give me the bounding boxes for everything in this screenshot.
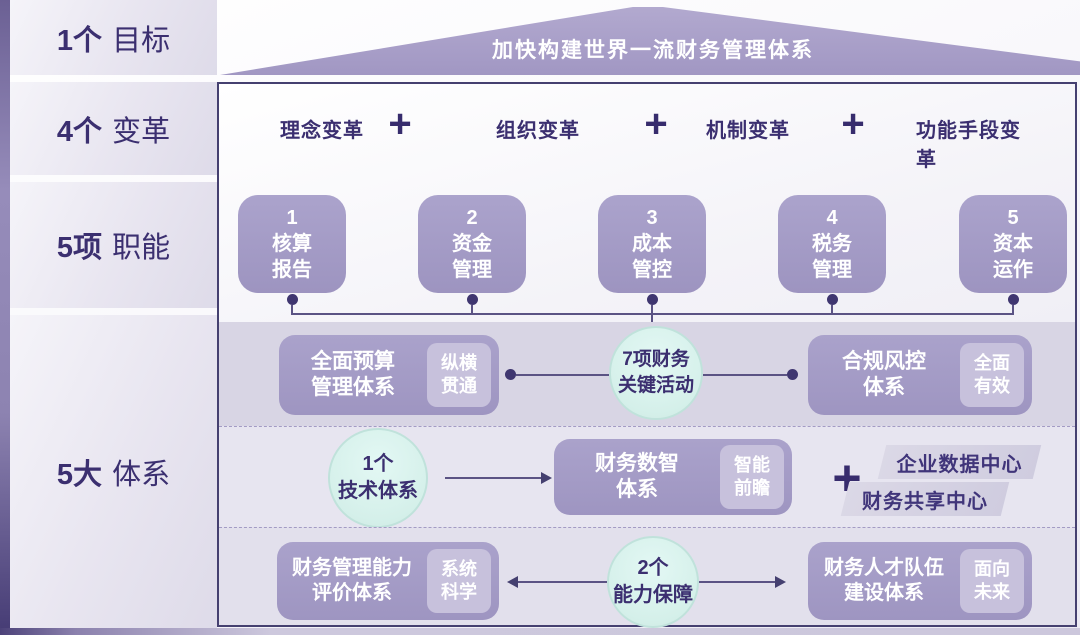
talent-team-tag: 面向 未来: [960, 549, 1024, 613]
data-center-label: 企业数据中心: [896, 453, 1023, 476]
function-box-number: 3: [646, 206, 658, 229]
arrow-right-icon: [775, 576, 786, 588]
tech-system-circle: 1个 技术体系: [328, 428, 428, 528]
connector-dot: [647, 294, 658, 305]
function-box-number: 5: [1007, 206, 1019, 229]
content-panel: 理念变革 + 组织变革 + 机制变革 + 功能手段变革 1 核算 报告 2 资金…: [217, 82, 1077, 628]
arrow-line: [445, 477, 541, 479]
arrow-left-icon: [507, 576, 518, 588]
compliance-risk-tag: 全面 有效: [960, 343, 1024, 407]
rail-band-goal: 1个 目标: [10, 0, 217, 75]
connector-dot: [1008, 294, 1019, 305]
connector-line: [651, 305, 653, 314]
connector-dot: [467, 294, 478, 305]
rail-band-reforms: 4个 变革: [10, 82, 217, 175]
function-box-name: 核算 报告: [272, 232, 312, 281]
function-box-number: 2: [466, 206, 478, 229]
rail-goal-number: 1个: [56, 24, 103, 57]
connector-dot: [827, 294, 838, 305]
shared-service-label: 财务共享中心: [862, 490, 988, 513]
digital-finance-title: 财务数智 体系: [595, 451, 679, 501]
budget-system-box: 全面预算 管理体系 纵横 贯通: [279, 335, 499, 415]
function-box-tax: 4 税务 管理: [778, 195, 886, 293]
reform-item-function-means: 功能手段变革: [916, 120, 1021, 171]
connector-dot: [505, 369, 516, 380]
function-box-name: 成本 管控: [632, 232, 672, 281]
rail-functions-label: 职能: [112, 232, 171, 264]
rail-goal-label: 目标: [112, 24, 171, 57]
digital-finance-tag: 智能 前瞻: [720, 445, 784, 509]
talent-team-box: 财务人才队伍 建设体系 面向 未来: [808, 542, 1032, 620]
digital-finance-box: 财务数智 体系 智能 前瞻: [554, 439, 792, 515]
rail-reforms-number: 4个: [56, 115, 103, 148]
connector-line: [703, 374, 787, 376]
plus-icon: +: [388, 102, 412, 146]
function-box-cost: 3 成本 管控: [598, 195, 706, 293]
budget-system-tag: 纵横 贯通: [427, 343, 491, 407]
rail-systems-number: 5大: [56, 458, 103, 491]
connector-dot: [287, 294, 298, 305]
function-box-funds: 2 资金 管理: [418, 195, 526, 293]
rail-functions-number: 5项: [56, 232, 103, 264]
arrow-line: [518, 581, 607, 583]
plus-icon: +: [644, 102, 668, 146]
budget-system-title: 全面预算 管理体系: [311, 349, 395, 399]
talent-team-title: 财务人才队伍 建设体系: [824, 557, 944, 604]
compliance-risk-title: 合规风控 体系: [842, 349, 926, 399]
rail-reforms-label: 变革: [112, 115, 171, 148]
roof-title: 加快构建世界一流财务管理体系: [492, 39, 814, 62]
rail-band-systems: 5大 体系: [10, 315, 217, 628]
function-box-name: 税务 管理: [812, 232, 852, 281]
bottom-edge-strip: [0, 628, 1080, 635]
reform-item-mechanism: 机制变革: [706, 120, 790, 142]
evaluation-system-title: 财务管理能力 评价体系: [292, 557, 412, 604]
arrow-line: [699, 581, 775, 583]
function-box-number: 1: [286, 206, 298, 229]
plus-icon: +: [841, 102, 865, 146]
function-box-capital: 5 资本 运作: [959, 195, 1067, 293]
rail-systems-label: 体系: [112, 458, 171, 491]
function-box-name: 资本 运作: [993, 232, 1033, 281]
evaluation-system-tag: 系统 科学: [427, 549, 491, 613]
reform-item-organization: 组织变革: [496, 120, 580, 142]
rail-band-functions: 5项 职能: [10, 182, 217, 308]
key-activities-circle: 7项财务 关键活动: [609, 326, 703, 420]
connector-line: [831, 305, 833, 314]
connector-line: [1012, 305, 1014, 314]
connector-line: [291, 305, 293, 314]
roof-banner: 加快构建世界一流财务管理体系: [220, 7, 1080, 75]
shared-service-banner: 财务共享中心: [845, 482, 1005, 516]
reform-item-concept: 理念变革: [280, 120, 364, 142]
function-box-accounting: 1 核算 报告: [238, 195, 346, 293]
evaluation-system-box: 财务管理能力 评价体系 系统 科学: [277, 542, 499, 620]
compliance-risk-box: 合规风控 体系 全面 有效: [808, 335, 1032, 415]
data-center-banner: 企业数据中心: [882, 445, 1037, 479]
function-box-number: 4: [826, 206, 838, 229]
left-edge-strip: [0, 0, 10, 635]
connector-dot: [787, 369, 798, 380]
connector-line: [516, 374, 609, 376]
connector-line: [471, 305, 473, 314]
function-box-name: 资金 管理: [452, 232, 492, 281]
capability-guarantee-circle: 2个 能力保障: [607, 536, 699, 628]
arrow-right-icon: [541, 472, 552, 484]
connector-stem-line: [651, 313, 653, 327]
